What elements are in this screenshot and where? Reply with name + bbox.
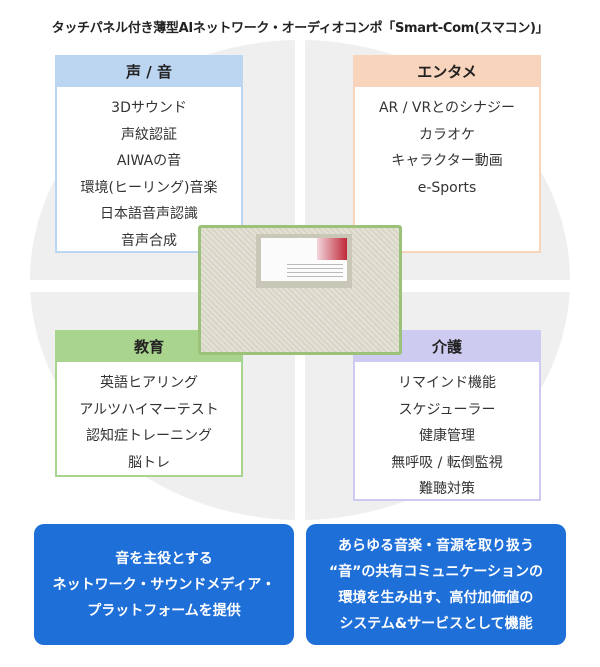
- callout-service: あらゆる音楽・音源を取り扱う “音”の共有コミュニケーションの 環境を生み出す、…: [306, 524, 566, 645]
- quadrant-entertainment: エンタメ AR / VRとのシナジーカラオケキャラクター動画 e-Sports: [353, 55, 541, 253]
- callout-line: あらゆる音楽・音源を取り扱う: [338, 537, 534, 554]
- list-item: 無呼吸 / 転倒監視: [391, 454, 503, 471]
- list-item: 脳トレ: [128, 454, 170, 471]
- list-item: カラオケ: [419, 126, 475, 143]
- list-item: e-Sports: [417, 179, 477, 196]
- list-item: 日本語音声認識: [100, 206, 198, 222]
- device-touch-screen: [256, 234, 352, 288]
- callout-line: システム&サービスとして機能: [339, 615, 533, 632]
- quadrant-voice-sound: 声 / 音 3Dサウンド声紋認証 AIWAの音環境(ヒーリング)音楽日本語音声認識…: [55, 55, 243, 253]
- callout-line: プラットフォームを提供: [87, 602, 241, 619]
- callout-platform: 音を主役とする ネットワーク・サウンドメディア・ プラットフォームを提供: [34, 524, 294, 645]
- quadrant-heading: エンタメ: [355, 57, 539, 87]
- list-item: リマインド機能: [398, 375, 496, 391]
- list-item: 3Dサウンド: [111, 100, 187, 116]
- list-item: 英語ヒアリング: [100, 375, 198, 391]
- list-item: AR / VRとのシナジー: [378, 100, 516, 116]
- list-item: AIWAの音: [116, 153, 182, 169]
- list-item: キャラクター動画: [391, 153, 503, 169]
- list-item: スケジューラー: [398, 401, 496, 418]
- quadrant-heading: 声 / 音: [57, 57, 241, 87]
- list-item: アルツハイマーテスト: [79, 401, 219, 418]
- list-item: 健康管理: [419, 428, 475, 444]
- smart-com-device-image: [198, 225, 402, 355]
- callout-line: 音を主役とする: [115, 550, 213, 567]
- callout-line: 環境を生み出す、高付加価値の: [338, 589, 534, 606]
- list-item: 認知症トレーニング: [86, 428, 212, 444]
- list-item: 音声合成: [121, 232, 177, 249]
- page-title: タッチパネル付き薄型AIネットワーク・オーディオコンポ「Smart-Com(スマ…: [51, 21, 549, 36]
- callout-line: “音”の共有コミュニケーションの: [328, 563, 544, 580]
- list-item: 難聴対策: [419, 481, 475, 497]
- callout-line: ネットワーク・サウンドメディア・: [52, 576, 276, 593]
- list-item: 声紋認証: [121, 126, 177, 143]
- quadrant-care: 介護 リマインド機能スケジューラー健康管理無呼吸 / 転倒監視難聴対策: [353, 330, 541, 501]
- list-item: 環境(ヒーリング)音楽: [80, 179, 218, 196]
